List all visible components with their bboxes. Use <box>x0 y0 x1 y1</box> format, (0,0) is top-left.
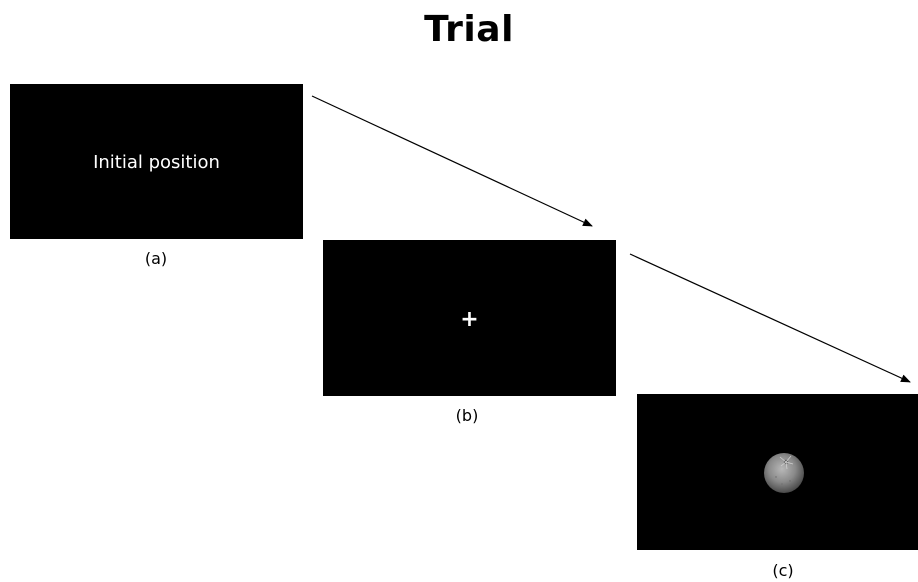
screen-stimulus <box>637 394 918 550</box>
initial-position-text: Initial position <box>93 151 220 173</box>
screen-fixation: + <box>323 240 616 396</box>
caption-b: (b) <box>455 406 479 425</box>
screen-initial-position: Initial position <box>10 84 303 239</box>
orange-fruit-icon <box>764 453 804 493</box>
arrow-a-to-b <box>311 95 593 227</box>
caption-c: (c) <box>772 561 794 580</box>
caption-a: (a) <box>144 249 168 268</box>
figure-title: Trial <box>424 9 514 50</box>
fixation-cross: + <box>460 306 479 332</box>
arrow-b-to-c <box>629 253 911 383</box>
